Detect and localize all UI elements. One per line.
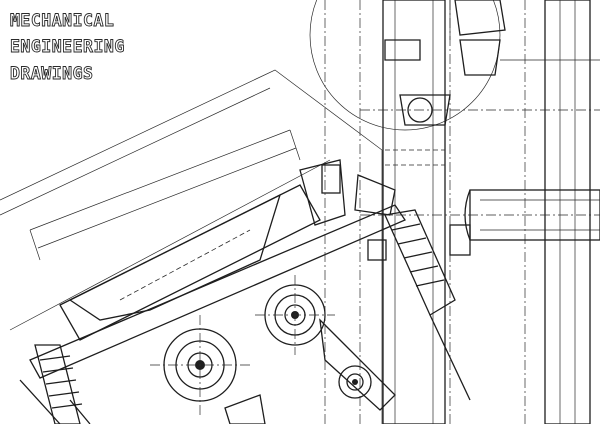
pulley-small <box>338 365 372 399</box>
pulley-large <box>150 315 250 415</box>
hidden-plates <box>385 149 445 166</box>
base-legs <box>19 379 91 424</box>
tilted-assembly <box>0 69 406 424</box>
bracket-block <box>321 164 341 194</box>
hopper <box>68 193 282 321</box>
pulley-centerlines <box>150 315 250 415</box>
frame-outline-inner <box>0 87 271 216</box>
arm-link <box>319 318 396 411</box>
small-pulley-rim <box>338 365 372 399</box>
dimension-line-long <box>9 159 331 331</box>
detail-callout-circle <box>309 0 501 131</box>
motor-housing <box>454 0 506 36</box>
pulley-right <box>255 275 335 355</box>
frame-outline <box>0 69 383 424</box>
shock-rod <box>429 314 471 401</box>
lower-mount <box>224 394 266 424</box>
coupling <box>399 94 451 126</box>
gear-block <box>459 39 501 76</box>
column-right-inner <box>559 0 576 424</box>
end-bracket <box>299 159 346 226</box>
shock-absorber-right <box>384 209 471 401</box>
vertical-machinery <box>309 0 600 424</box>
title-line-3: DRAWINGS <box>10 64 93 83</box>
main-body <box>59 184 321 341</box>
dimension-lines <box>29 129 297 249</box>
spring-coils-left <box>39 355 83 409</box>
cylinder-inner <box>480 199 600 231</box>
small-pulley-hub <box>346 373 364 391</box>
shock-coils <box>391 223 445 287</box>
cylinder-mount <box>449 224 471 256</box>
column-right <box>544 0 591 424</box>
column-main <box>382 0 446 424</box>
clamp-upper <box>384 39 421 61</box>
base-beam <box>29 204 406 379</box>
title-line-2: ENGINEERING <box>10 37 125 56</box>
small-pulley-center <box>352 379 358 385</box>
spring-assembly-left <box>34 344 83 424</box>
spring-housing-left <box>34 344 81 424</box>
dimension-extensions <box>29 129 301 261</box>
title-line-1: MECHANICAL <box>10 11 114 30</box>
clamp <box>354 174 396 216</box>
pulley-centerlines-2 <box>255 275 335 355</box>
drawing-title: MECHANICAL ENGINEERING DRAWINGS <box>10 11 125 84</box>
bolt-head <box>367 239 387 261</box>
hidden-lines <box>109 204 261 301</box>
misc-edges <box>449 0 600 61</box>
column-inner <box>394 0 434 424</box>
horizontal-centerlines <box>360 109 600 216</box>
shock-body <box>384 209 456 316</box>
